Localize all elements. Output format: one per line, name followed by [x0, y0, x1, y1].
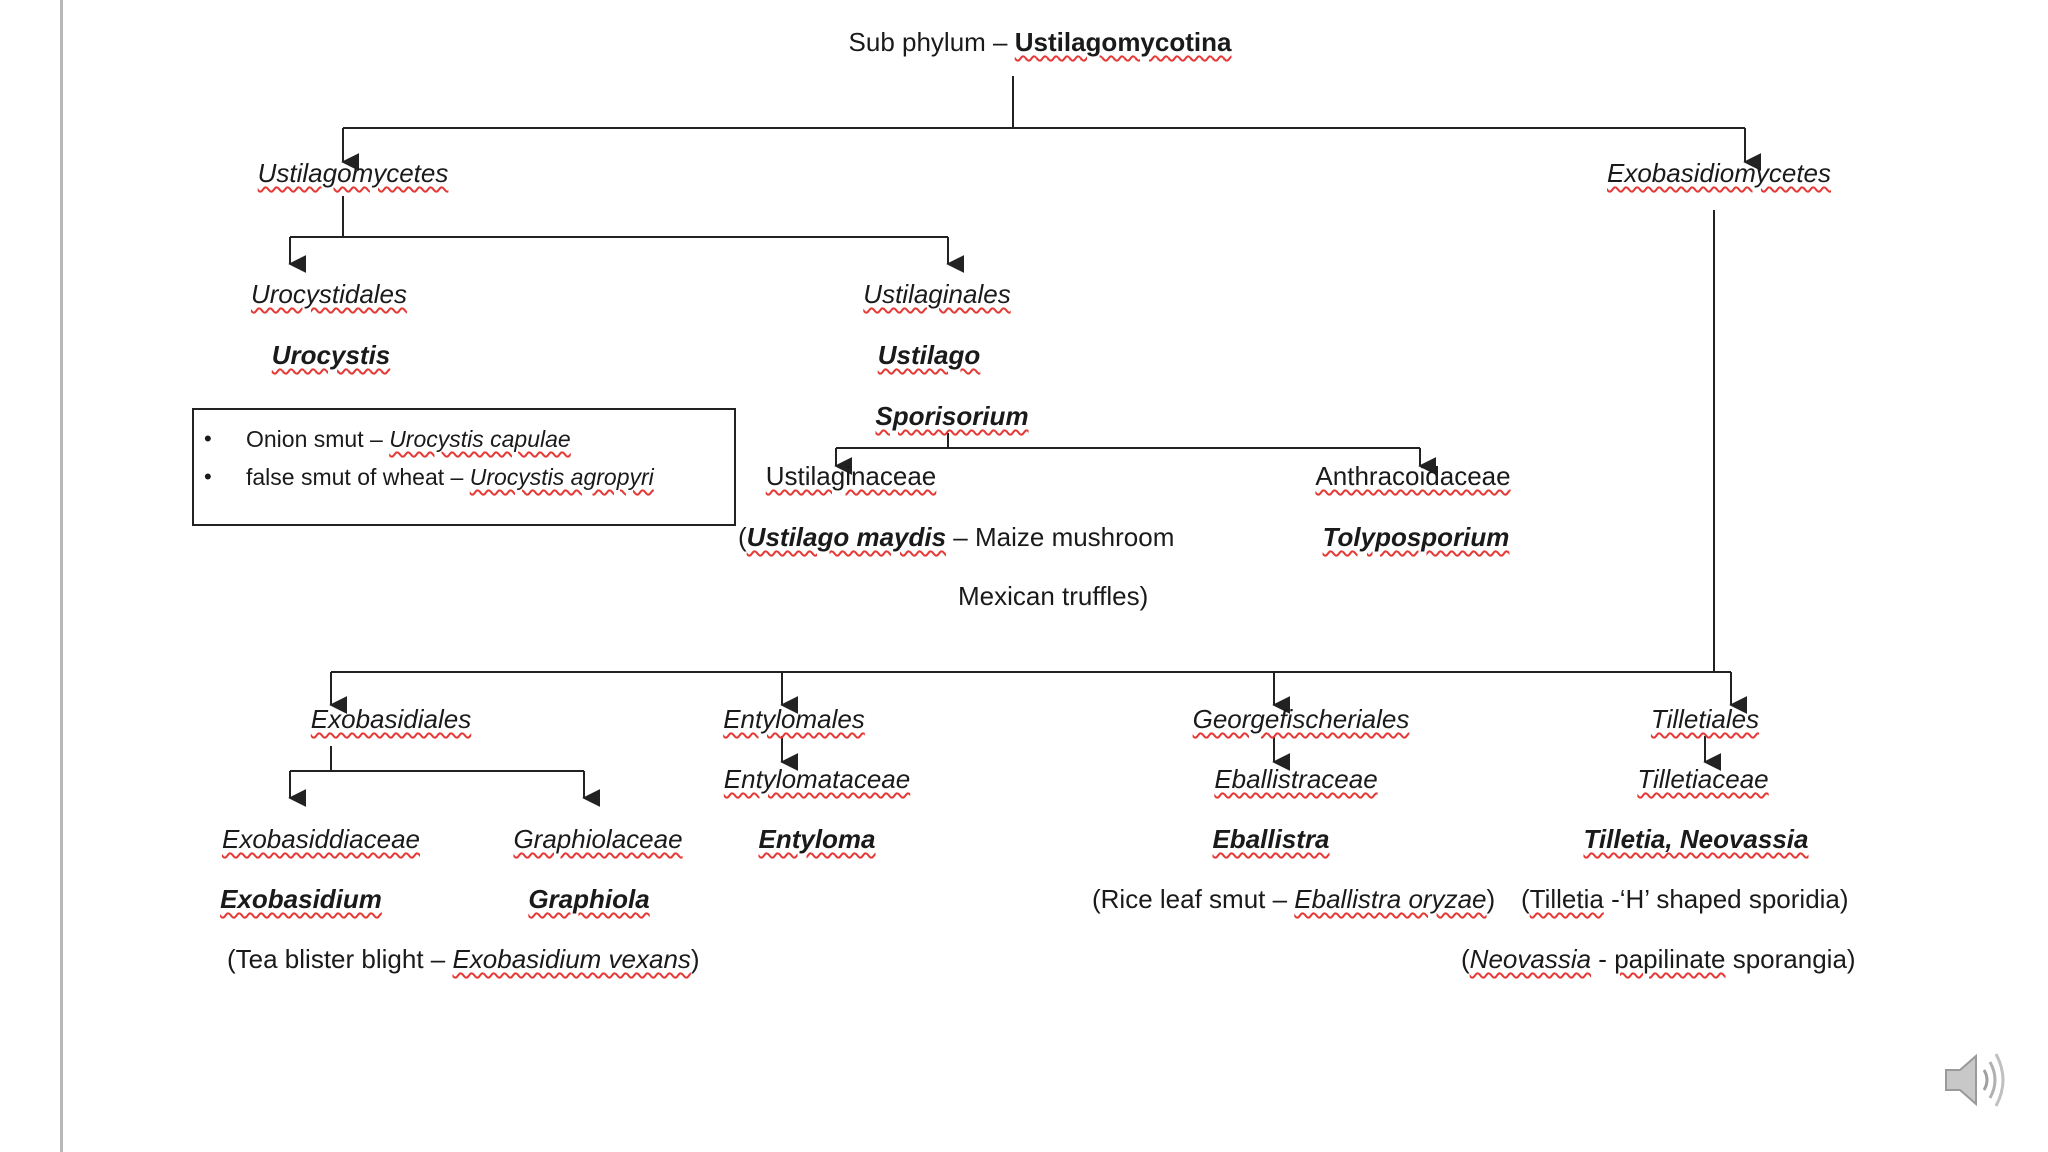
note-mid: -	[1591, 944, 1615, 974]
family-graphiolaceae: Graphiolaceae	[513, 824, 683, 854]
order-urocystidales: Urocystidales	[250, 279, 408, 309]
exobasidium-example: (Tea blister blight – Exobasidium vexans…	[227, 943, 700, 975]
example-species: Eballistra oryzae	[1294, 884, 1487, 914]
note-rest: -‘H’ shaped sporidia)	[1603, 884, 1849, 914]
note-word: papilinate	[1614, 944, 1726, 974]
class-exobasidiomycetes: Exobasidiomycetes	[1607, 158, 1831, 188]
genus-tilletia-neovassia: Tilletia, Neovassia	[1583, 824, 1809, 854]
eballistra-example: (Rice leaf smut – Eballistra oryzae)	[1092, 883, 1495, 915]
example-prefix: (Rice leaf smut –	[1092, 884, 1295, 914]
example-suffix: )	[1486, 884, 1496, 914]
note-item-label: false smut of wheat –	[246, 464, 470, 490]
speaker-volume-icon[interactable]	[1940, 1048, 2010, 1112]
tilletia-note: (Tilletia -‘H’ shaped sporidia)	[1521, 883, 1849, 915]
note-name: Tilletia	[1529, 884, 1604, 914]
genus-eballistra: Eballistra	[1212, 824, 1330, 854]
note-rest: sporangia)	[1725, 944, 1856, 974]
note-item-label: Onion smut –	[246, 426, 390, 452]
genus-urocystis: Urocystis	[271, 340, 391, 370]
ustilaginaceae-example: (Ustilago maydis – Maize mushroom	[738, 521, 1174, 553]
order-georgefischeriales: Georgefischeriales	[1192, 704, 1410, 734]
family-entylomataceae: Entylomataceae	[723, 764, 911, 794]
order-ustilaginales: Ustilaginales	[863, 279, 1011, 309]
genus-graphiola: Graphiola	[528, 884, 650, 914]
family-exobasiddiaceae: Exobasiddiaceae	[221, 824, 421, 854]
order-exobasidiales: Exobasidiales	[310, 704, 472, 734]
note-item-species: Urocystis agropyri	[469, 464, 654, 490]
order-entylomales: Entylomales	[723, 704, 865, 734]
note-item-false-smut: false smut of wheat – Urocystis agropyri	[204, 462, 654, 492]
root-name: Ustilagomycotina	[1014, 27, 1232, 57]
neovassia-note: (Neovassia - papilinate sporangia)	[1461, 943, 1856, 975]
genus-tolyposporium: Tolyposporium	[1322, 522, 1510, 552]
family-tilletiaceae: Tilletiaceae	[1637, 764, 1769, 794]
example-suffix: )	[690, 944, 700, 974]
family-eballistraceae: Eballistraceae	[1214, 764, 1378, 794]
example-rest: – Maize mushroom	[946, 522, 1175, 552]
example-species: Exobasidium vexans	[452, 944, 691, 974]
genus-sporisorium: Sporisorium	[875, 401, 1029, 431]
example-species: Ustilago maydis	[746, 522, 947, 552]
order-tilletiales: Tilletiales	[1650, 704, 1760, 734]
note-name: Neovassia	[1469, 944, 1592, 974]
root-prefix: Sub phylum –	[848, 27, 1015, 57]
note-item-species: Urocystis capulae	[389, 426, 571, 452]
ustilaginaceae-example-line2: Mexican truffles)	[958, 581, 1149, 611]
example-prefix: (Tea blister blight –	[227, 944, 453, 974]
family-ustilaginaceae: Ustilaginaceae	[765, 461, 937, 491]
page-left-border	[60, 0, 63, 1152]
note-open: (	[1461, 944, 1470, 974]
note-item-onion-smut: Onion smut – Urocystis capulae	[204, 424, 571, 454]
class-ustilagomycetes: Ustilagomycetes	[257, 158, 449, 188]
urocystis-examples-box: Onion smut – Urocystis capulae false smu…	[192, 408, 736, 526]
note-open: (	[1521, 884, 1530, 914]
genus-ustilago: Ustilago	[877, 340, 981, 370]
root-subphylum: Sub phylum – Ustilagomycotina	[849, 26, 1232, 58]
family-anthracoidaceae: Anthracoidaceae	[1315, 461, 1511, 491]
genus-exobasidium: Exobasidium	[220, 884, 382, 914]
genus-entyloma: Entyloma	[758, 824, 876, 854]
example-open: (	[738, 522, 747, 552]
